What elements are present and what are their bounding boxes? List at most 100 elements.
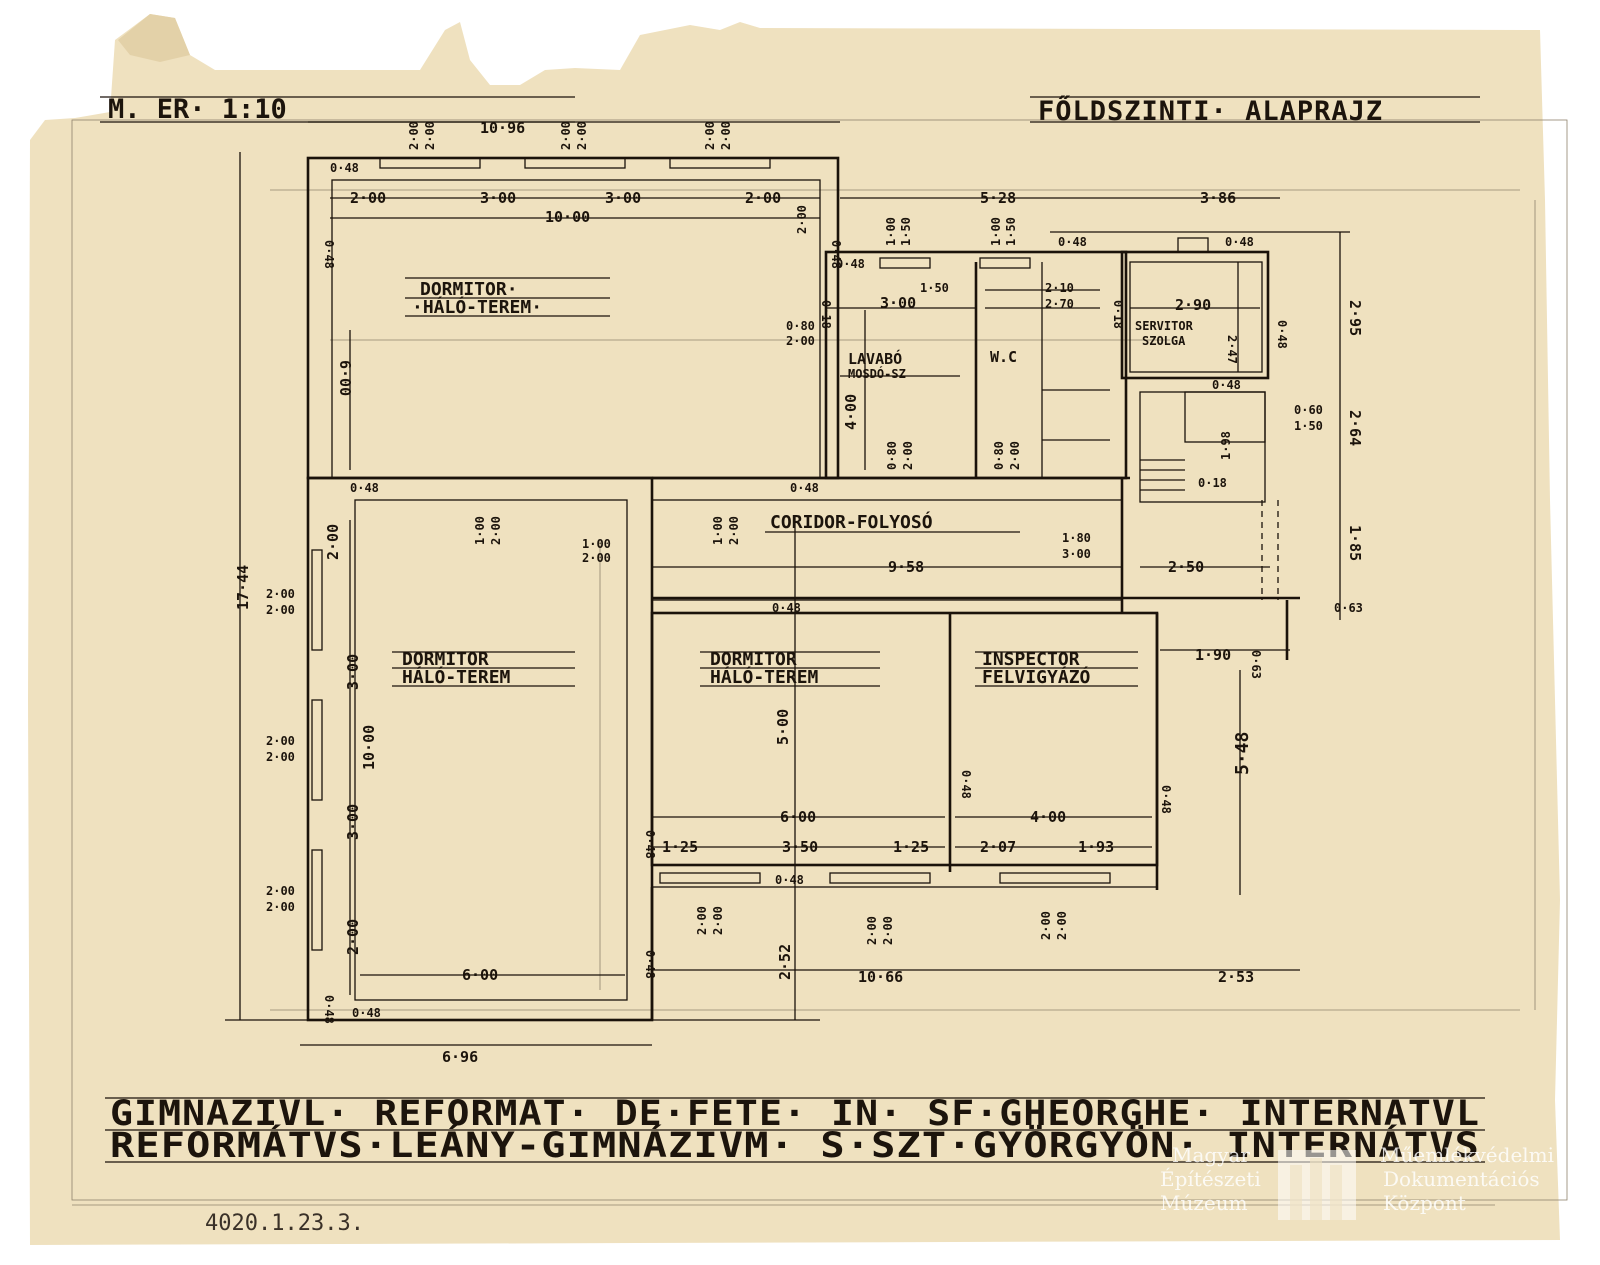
dim-inspector-seg-2: 1·93	[1078, 838, 1114, 856]
dim-corridor-door-2: 3·00	[1062, 547, 1091, 561]
dim-corridor-length: 9·58	[888, 558, 924, 576]
dim-wall-top-right: 0·48	[829, 240, 843, 269]
dim-top-seg-1: 2·00	[350, 189, 386, 207]
dim-wall-center-left: 0·48	[643, 830, 657, 859]
sheet-border	[71, 119, 1568, 1201]
dim-bottom-side: 2·00	[795, 205, 809, 234]
dim-top-seg-4: 2·00	[745, 189, 781, 207]
dim-right-small: 0·63	[1249, 650, 1263, 679]
inspector-line1: INSPECTOR	[982, 649, 1080, 670]
dim-left-opening-1a: 2·00	[266, 587, 295, 601]
dim-window-bottom-2a: 2·00	[865, 916, 879, 945]
dim-inspector-seg-1: 2·07	[980, 838, 1016, 856]
watermark-left-3: Múzeum	[1160, 1191, 1248, 1215]
dim-bottom-total: 6·96	[442, 1048, 478, 1066]
dim-wc-door-1: 0·80	[992, 441, 1006, 470]
dim-window-top-3a: 2·00	[703, 121, 717, 150]
dim-total-height: 17·44	[234, 565, 252, 610]
dim-right-1: 2·95	[1346, 300, 1364, 336]
dim-corridor-door-1: 1·80	[1062, 531, 1091, 545]
dim-bottom-wing: 10·66	[858, 968, 903, 986]
dim-inspector-width: 4·00	[1030, 808, 1066, 826]
dim-wall-bottom: 0·48	[352, 1006, 381, 1020]
inspector-line2: FELVIGYÁZÓ	[982, 666, 1091, 688]
dim-left-seg-4: 2·00	[344, 919, 362, 955]
dim-wall-bottom-center: 0·48	[775, 873, 804, 887]
dim-left-seg-2: 3·00	[344, 654, 362, 690]
watermark-left-1: Magyar	[1172, 1143, 1250, 1167]
dormitor-center-line2: HÁLÓ-TEREM	[710, 666, 819, 688]
dim-wall-right: 0·48	[1159, 785, 1173, 814]
dormitor-left-line1: DORMITOR	[402, 649, 489, 670]
dim-step-small: 0·18	[1198, 476, 1227, 490]
plan-title: FŐLDSZINTI· ALAPRAJZ	[1038, 95, 1383, 127]
dim-wall-lavabo: 0·48	[836, 257, 865, 271]
windows	[311, 157, 1209, 951]
room-label-servitor: SERVITOR SZOLGA	[1135, 319, 1194, 348]
dim-lavabo-note-1: 0·80	[786, 319, 815, 333]
lavabo-line1: LAVABÓ	[848, 349, 902, 368]
dimension-labels: 10·96 2·00 3·00 3·00 2·00 10·00 6·00 5·2…	[234, 119, 1364, 1066]
dim-door-1a: 1·00	[582, 537, 611, 551]
dim-window-bottom-1b: 2·00	[711, 906, 725, 935]
dim-window-bottom-2b: 2·00	[881, 916, 895, 945]
dim-wc-door-2: 2·00	[1008, 441, 1022, 470]
dim-center-seg-1: 1·25	[662, 838, 698, 856]
dim-door-mid-1: 1·00	[711, 516, 725, 545]
dim-wall-servitor: 0·48	[1225, 235, 1254, 249]
dim-lavabo-window-1: 1·00	[884, 217, 898, 246]
dim-center-room-width: 6·00	[780, 808, 816, 826]
dormitor-top-line1: DORMITOR·	[420, 279, 518, 300]
dim-wc-width-2: 2·70	[1045, 297, 1074, 311]
dim-top-room-depth: 6·00	[336, 360, 354, 396]
dim-left-opening-2b: 2·00	[266, 750, 295, 764]
dim-left-opening-1b: 2·00	[266, 603, 295, 617]
lavabo-line2: MOSDÓ-SZ	[848, 366, 906, 381]
dim-left-opening-3b: 2·00	[266, 900, 295, 914]
dim-upper-right-span2: 3·86	[1200, 189, 1236, 207]
dim-window-top-1a: 2·00	[407, 121, 421, 150]
dim-right-3: 1·85	[1346, 525, 1364, 561]
dim-top-seg-3: 3·00	[605, 189, 641, 207]
dim-top-room-width: 10·00	[545, 208, 590, 226]
dim-right-depth: 5·48	[1232, 732, 1253, 775]
room-label-dormitor-top: DORMITOR· ·HÁLÓ-TEREM·	[405, 277, 610, 318]
dim-left-room-length: 10·00	[360, 725, 378, 770]
dim-stair-3: 1·98	[1219, 431, 1233, 460]
museum-watermark: Magyar Építészeti Múzeum Műemlékvédelmi …	[1160, 1143, 1554, 1220]
dim-wall-mid: 0·48	[350, 481, 379, 495]
servitor-line1: SERVITOR	[1135, 319, 1194, 333]
dim-corridor-width: 2·50	[1168, 558, 1204, 576]
dim-lavabo-width: 3·00	[880, 294, 916, 312]
dim-door-mid-2: 2·00	[727, 516, 741, 545]
dim-servitor-width: 2·90	[1175, 296, 1211, 314]
dim-wall-servitor-right: 0·48	[1275, 320, 1289, 349]
dim-left-seg-1: 2·00	[324, 524, 342, 560]
room-label-lavabo: LAVABÓ MOSDÓ-SZ	[840, 349, 960, 381]
plan-walls	[306, 156, 1300, 1022]
dim-lavabo-note-2: 2·00	[786, 334, 815, 348]
dim-left-seg-3: 3·00	[344, 804, 362, 840]
pencil-ghost-lines	[270, 189, 1536, 1011]
watermark-right-3: Központ	[1383, 1191, 1466, 1215]
watermark-right-1: Műemlékvédelmi	[1380, 1143, 1554, 1167]
dim-servitor-depth: 2·47	[1225, 335, 1239, 364]
dim-door-left-1: 1·00	[473, 516, 487, 545]
dim-window-bottom-3b: 2·00	[1055, 911, 1069, 940]
dim-stair-2: 1·50	[1294, 419, 1323, 433]
dimension-lines	[225, 121, 1350, 1046]
room-label-dormitor-center: DORMITOR HÁLÓ-TEREM	[700, 649, 880, 688]
dim-center-seg-2: 3·50	[782, 838, 818, 856]
dim-wc-width-1: 2·10	[1045, 281, 1074, 295]
room-label-dormitor-left: DORMITOR HÁLÓ-TEREM	[392, 649, 575, 688]
watermark-left-2: Építészeti	[1160, 1167, 1261, 1191]
dim-lavabo-depth: 4·00	[842, 394, 860, 430]
watermark-logo-icon	[1278, 1150, 1356, 1220]
dim-left-opening-2a: 2·00	[266, 734, 295, 748]
dim-lavabo-inner: 1·50	[920, 281, 949, 295]
servitor-line2: SZOLGA	[1142, 334, 1186, 348]
scale-label: M. ER· 1:10	[108, 94, 287, 125]
dim-lavabo-door-2: 2·00	[901, 441, 915, 470]
dim-window-top-1b: 2·00	[423, 121, 437, 150]
